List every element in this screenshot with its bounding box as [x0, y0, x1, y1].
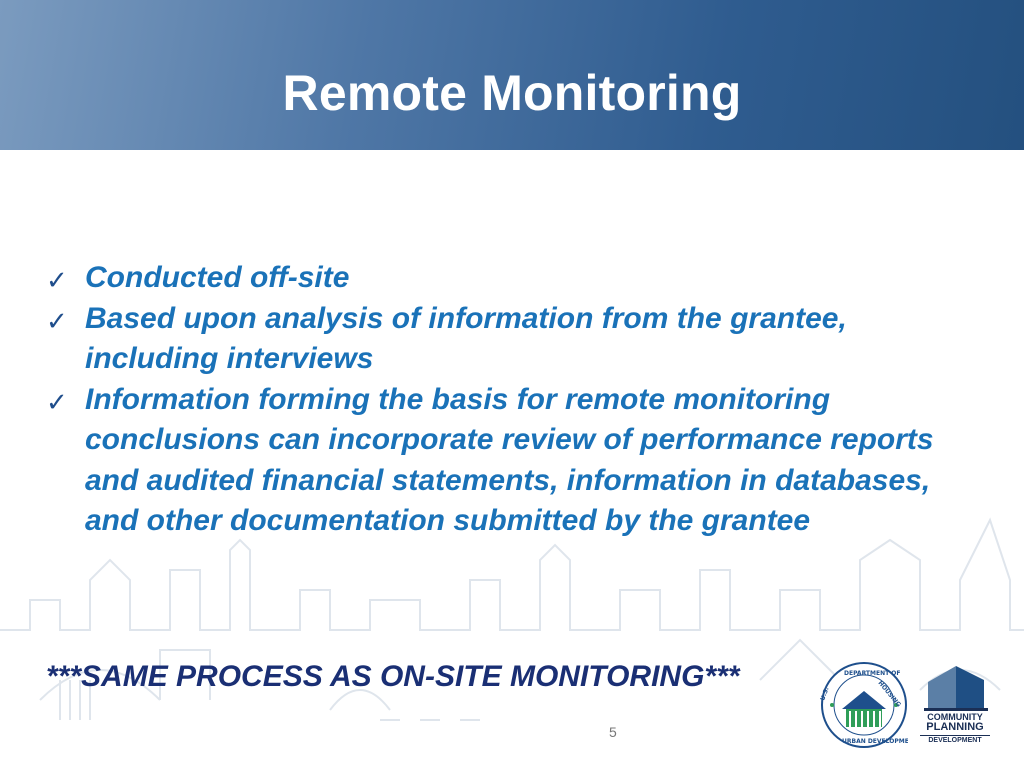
bullet-text: Information forming the basis for remote… — [85, 382, 934, 538]
title-banner: Remote Monitoring — [0, 0, 1024, 150]
hud-seal-icon: DEPARTMENT OF HOUSING URBAN DEVELOPMENT … — [820, 662, 908, 748]
slide-title: Remote Monitoring — [282, 65, 742, 121]
check-icon: ✓ — [46, 386, 68, 417]
svg-text:URBAN DEVELOPMENT: URBAN DEVELOPMENT — [842, 738, 908, 745]
bullet-text: Based upon analysis of information from … — [85, 301, 847, 376]
cpd-line-development: DEVELOPMENT — [920, 735, 990, 745]
cpd-logo-text: COMMUNITY PLANNING DEVELOPMENT — [920, 712, 990, 745]
page-number: 5 — [609, 724, 617, 740]
bullet-list: ✓ Conducted off-site ✓ Based upon analys… — [46, 258, 976, 542]
svg-text:U.S.: U.S. — [820, 686, 831, 701]
bullet-item: ✓ Based upon analysis of information fro… — [46, 299, 976, 380]
bullet-item: ✓ Conducted off-site — [46, 258, 976, 299]
check-icon: ✓ — [46, 305, 68, 336]
bullet-item: ✓ Information forming the basis for remo… — [46, 380, 976, 542]
cpd-building-icon — [924, 666, 988, 711]
process-note: ***SAME PROCESS AS ON-SITE MONITORING*** — [46, 660, 740, 693]
cpd-line-community: COMMUNITY — [927, 712, 983, 722]
check-icon: ✓ — [46, 265, 68, 295]
bullet-text: Conducted off-site — [85, 261, 350, 294]
svg-text:DEPARTMENT OF: DEPARTMENT OF — [844, 670, 900, 677]
cpd-line-planning: PLANNING — [926, 721, 984, 733]
